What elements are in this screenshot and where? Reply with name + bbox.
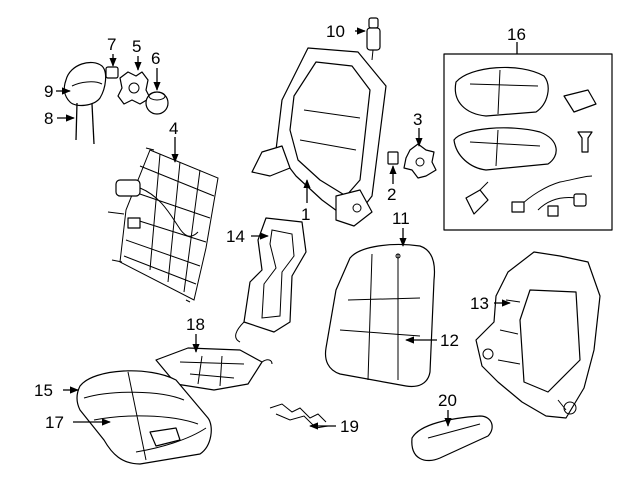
part-13-back-panel bbox=[475, 251, 601, 419]
part-18-heater-pad-cushion bbox=[155, 347, 273, 391]
callout-19: 19 bbox=[340, 417, 359, 436]
part-4-lumbar-wire-mat bbox=[107, 147, 219, 303]
part-7-clip bbox=[105, 66, 119, 79]
callout-10: 10 bbox=[326, 22, 345, 41]
leader-lines bbox=[56, 27, 518, 430]
callout-7: 7 bbox=[107, 35, 116, 54]
part-19-sensor-strip bbox=[269, 403, 329, 429]
callout-14: 14 bbox=[226, 227, 245, 246]
callout-13: 13 bbox=[470, 294, 489, 313]
callout-2: 2 bbox=[387, 185, 396, 204]
part-17-cushion-frame bbox=[135, 427, 207, 453]
part-5-knob bbox=[117, 71, 151, 105]
part-10-headrest-guide bbox=[366, 17, 381, 61]
part-14-heater-pad-back bbox=[235, 217, 307, 343]
part-16-cushion-kit bbox=[443, 53, 613, 231]
part-20-trim-cover bbox=[411, 415, 493, 462]
callout-17: 17 bbox=[45, 413, 64, 432]
callout-1: 1 bbox=[301, 205, 310, 224]
part-1-seatback-frame bbox=[251, 47, 387, 227]
callout-8: 8 bbox=[44, 109, 53, 128]
callout-18: 18 bbox=[186, 315, 205, 334]
callout-9: 9 bbox=[44, 82, 53, 101]
part-11-seatback-cover bbox=[324, 243, 436, 388]
part-9-headrest bbox=[63, 61, 107, 107]
callout-12: 12 bbox=[440, 331, 459, 350]
callout-3: 3 bbox=[413, 110, 422, 129]
callout-15: 15 bbox=[34, 381, 53, 400]
callout-labels: 10 7 5 6 9 8 4 1 2 3 11 12 13 14 16 18 1… bbox=[34, 22, 526, 436]
part-3-knob bbox=[403, 143, 437, 179]
callout-20: 20 bbox=[438, 391, 457, 410]
callout-4: 4 bbox=[169, 119, 178, 138]
callout-11: 11 bbox=[392, 209, 410, 228]
part-8-headrest-rods bbox=[75, 102, 95, 145]
callout-6: 6 bbox=[151, 49, 160, 68]
part-6-cap bbox=[145, 91, 169, 115]
part-2-clip bbox=[387, 151, 399, 165]
callout-16: 16 bbox=[507, 25, 526, 44]
callout-5: 5 bbox=[132, 37, 141, 56]
